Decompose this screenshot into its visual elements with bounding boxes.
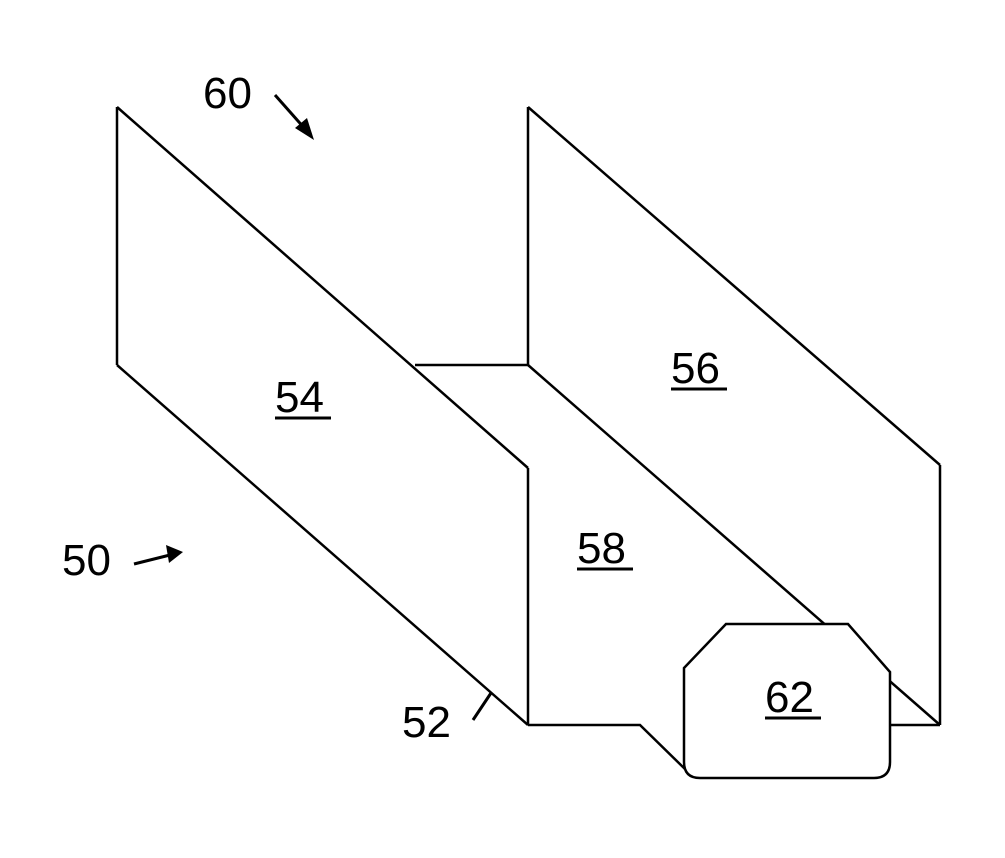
label-62: 62 [765, 673, 814, 722]
label-58: 58 [577, 524, 626, 573]
label-60: 60 [203, 69, 252, 118]
label-52: 52 [402, 698, 451, 747]
assembly-top-arrow [275, 95, 314, 140]
assembly-side-arrow [134, 545, 183, 564]
label-54: 54 [275, 373, 324, 422]
base-front-edge [528, 725, 686, 770]
label-50: 50 [62, 536, 111, 585]
label-56: 56 [671, 344, 720, 393]
fold-edge-leader-line [473, 693, 491, 720]
